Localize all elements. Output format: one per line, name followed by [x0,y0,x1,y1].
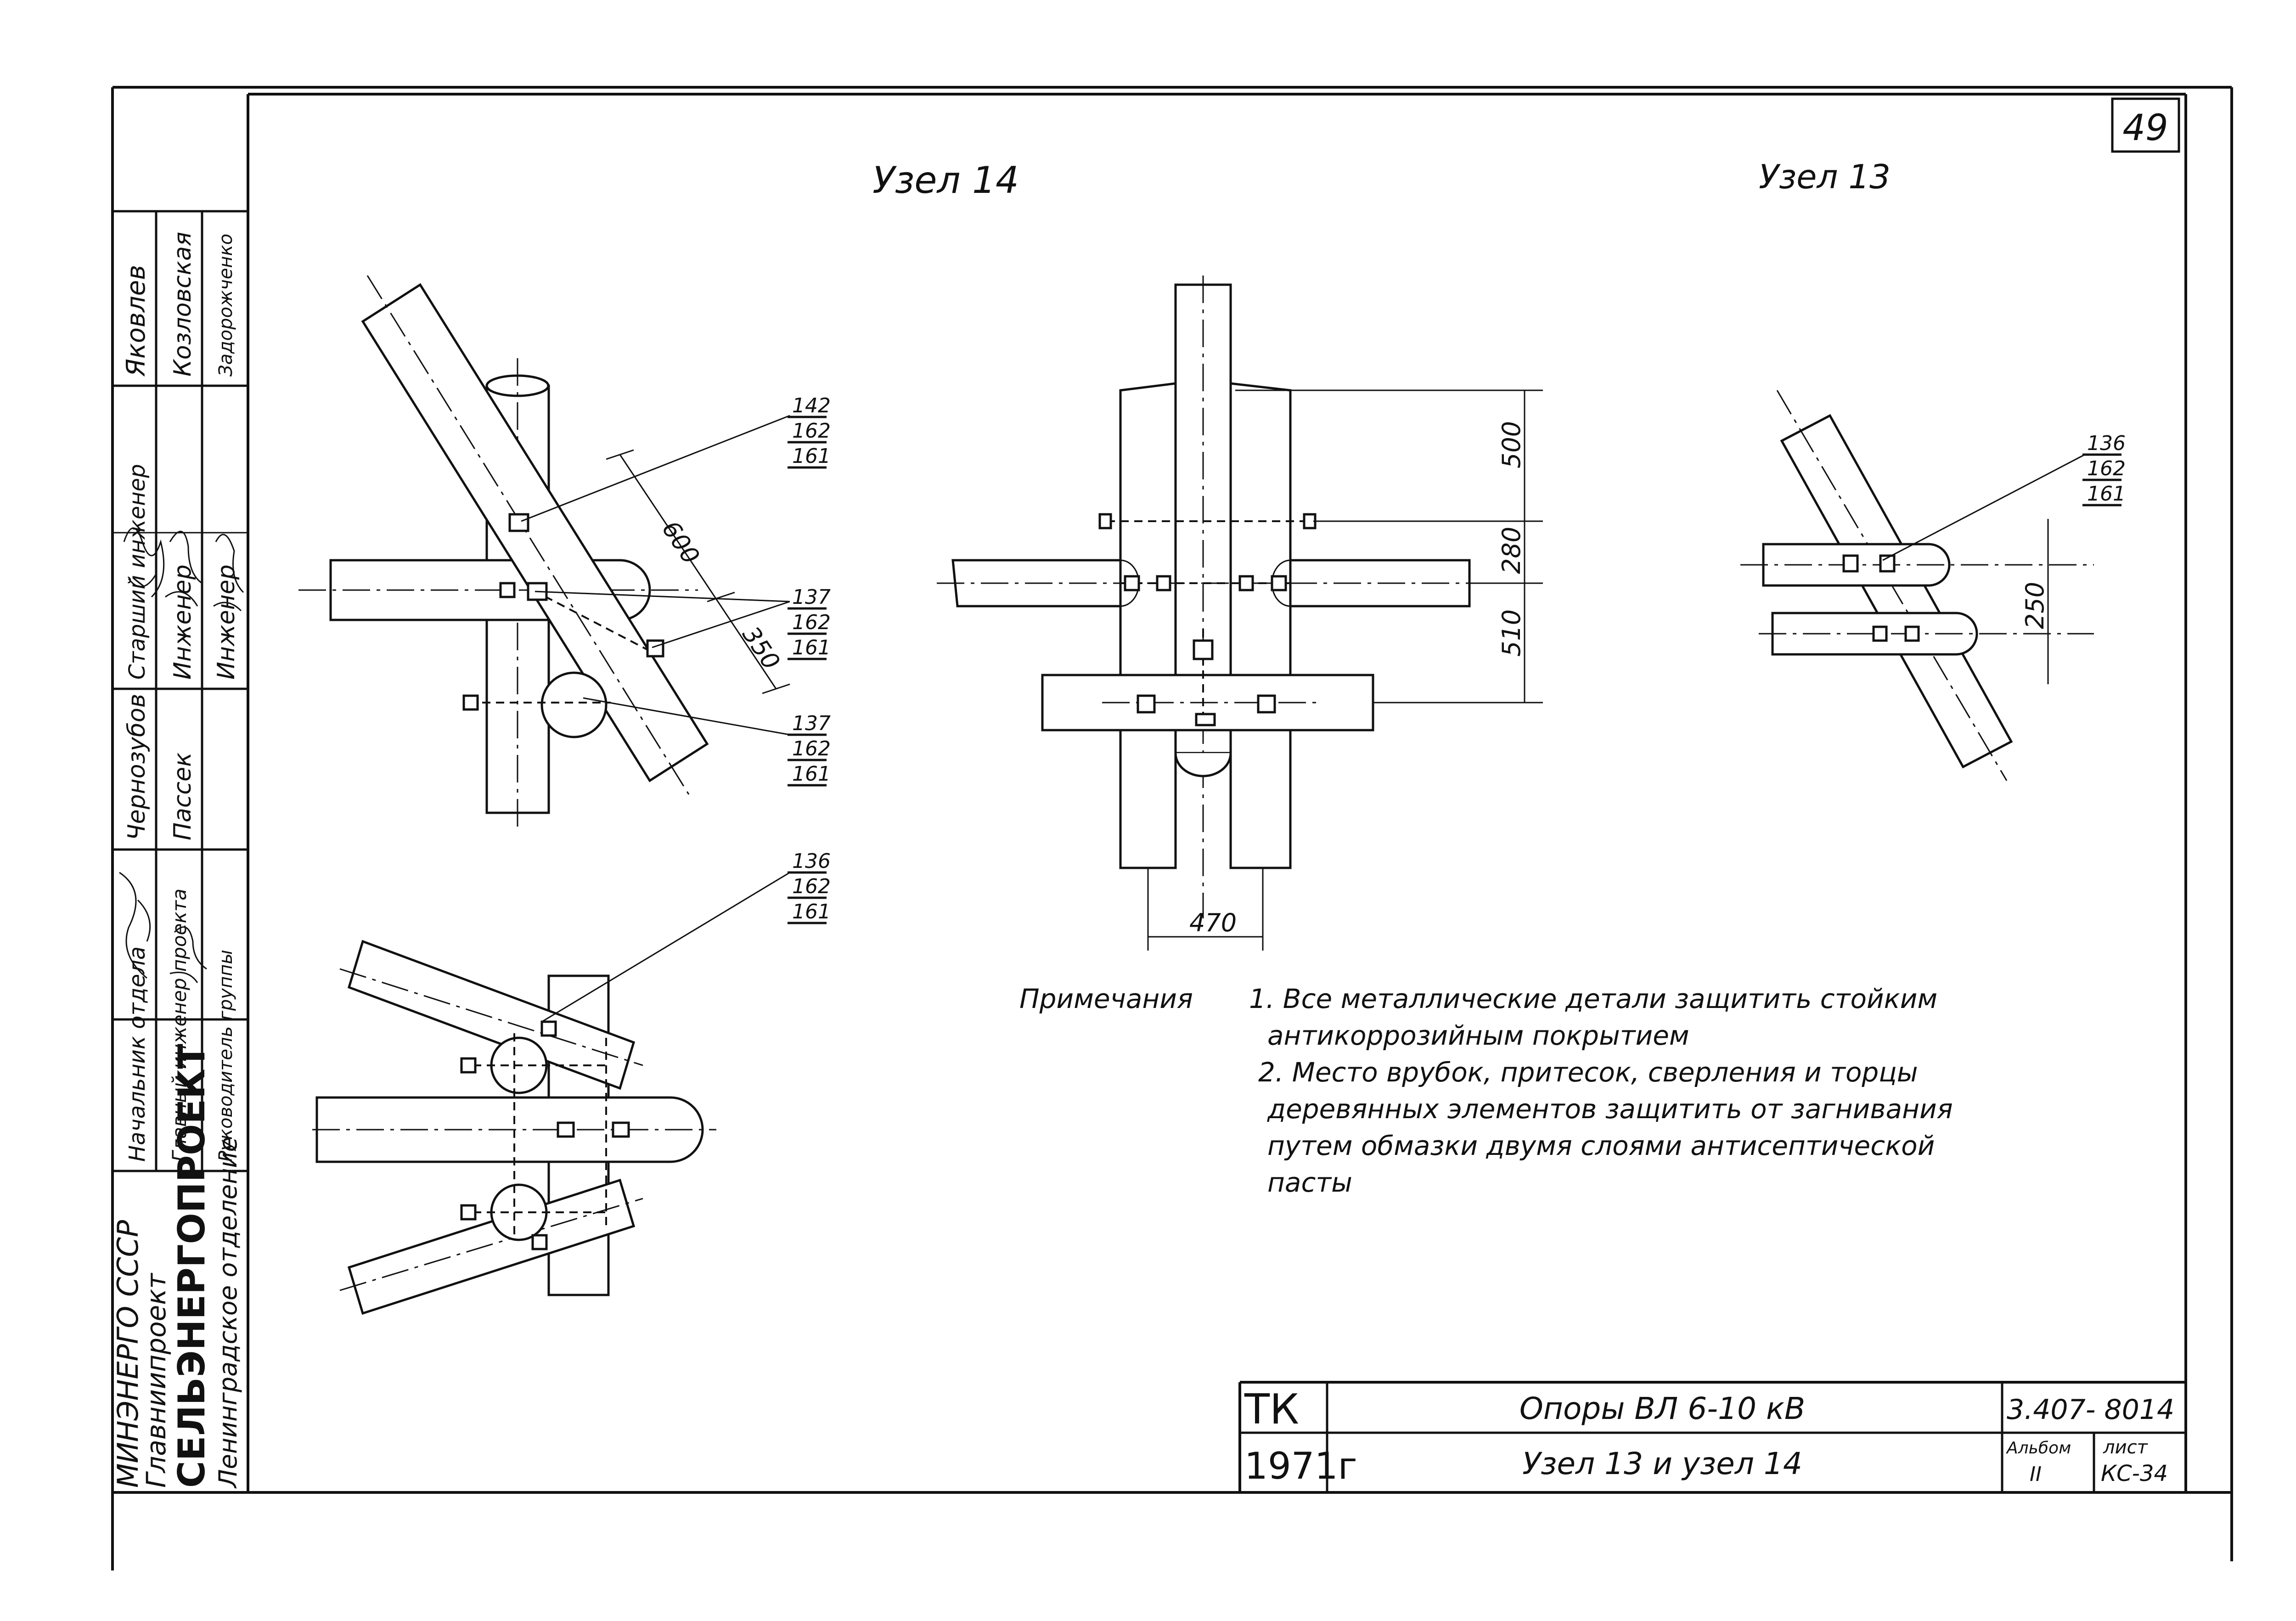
callout-b-2: 162 [792,611,831,634]
callout-c-1: 137 [792,712,831,735]
role-engineer-1: Инженер [169,564,197,680]
sheet-number: 49 [2122,107,2168,149]
note-line-5: путем обмазки двумя слоями антисептическ… [1267,1130,1935,1161]
role-head-of-dept: Начальник отдела [124,946,150,1162]
callout-a-1: 142 [792,394,831,417]
callout-a-3: 161 [792,445,831,468]
dim-510: 510 [1497,609,1526,657]
title-node14: Узел 14 [872,159,1019,202]
tb-title-2: Узел 13 и узел 14 [1522,1446,1802,1481]
role-chief-engineer: Главный инженер проекта [168,889,191,1162]
callout-node13-2: 162 [2087,457,2126,480]
right-pole [1229,382,1292,869]
tb-album-label: Альбом [2006,1439,2071,1458]
signature-5 [169,926,207,983]
title-block: ТК 1971г Опоры ВЛ 6-10 кВ Узел 13 и узел… [1238,1381,2186,1492]
dim-280: 280 [1497,527,1526,574]
tb-code: ТК [1244,1385,1299,1434]
org-line-1: МИНЭНЕРГО СССР [111,1220,145,1488]
name-kozlovskaya: Козловская [169,232,197,377]
callout-b-1: 137 [792,585,831,609]
org-line-2: Главниипроект [141,1272,172,1488]
dim-250: 250 [2020,582,2049,629]
signature-2 [165,531,203,607]
note-line-2: антикоррозийным покрытием [1267,1020,1689,1051]
tb-sheet-label: лист [2103,1437,2149,1458]
callout-bottom-1: 136 [792,850,831,873]
node13-view: 136 162 161 250 [1740,390,2126,781]
callout-a-2: 162 [792,419,831,443]
callout-c-2: 162 [792,737,831,760]
center-node-view: 500 280 510 470 [937,276,1543,951]
signature-3 [213,534,244,612]
signature-4 [119,872,151,979]
name-passek: Пассек [169,752,197,840]
note-line-4: деревянных элементов защитить от загнива… [1267,1093,1953,1125]
note-line-1: 1. Все металлические детали защитить сто… [1249,983,1937,1014]
notes-block: Примечания 1. Все металлические детали з… [1019,983,1953,1198]
dim-500: 500 [1497,421,1526,468]
callout-b-3: 161 [792,636,831,659]
callout-bottom-3: 161 [792,900,831,923]
callout-c-3: 161 [792,762,831,786]
callout-node13-1: 136 [2087,432,2126,455]
tb-album-value: II [2030,1463,2042,1486]
org-line-4: Ленинградское отделение [214,1137,242,1489]
callout-bottom-2: 162 [792,875,831,898]
org-line-3: СЕЛЬЭНЕРГОПРОЕКТ [170,1044,213,1488]
title-node13: Узел 13 [1759,158,1891,196]
role-group-leader: Руководитель группы [215,950,236,1162]
diagonal-brace [361,283,709,782]
note-line-6: пасты [1267,1167,1352,1198]
tb-title-1: Опоры ВЛ 6-10 кВ [1519,1391,1805,1426]
callout-node13-3: 161 [2087,482,2126,506]
side-stamp: МИНЭНЕРГО СССР Главниипроект СЕЛЬЭНЕРГОП… [111,210,248,1489]
dim-350: 350 [737,622,785,675]
node14-top-view: 600 350 142 162 161 137 162 161 137 162 … [298,275,831,827]
name-yakovlev: Яковлев [121,265,151,377]
role-senior-engineer: Старший инженер [124,464,150,680]
name-zadorozhchenko: Задорожченко [215,234,236,377]
signature-1 [123,527,165,598]
tb-doc-number: 3.407- 8014 [2007,1394,2174,1426]
tb-year: 1971г [1244,1445,1357,1487]
dim-470: 470 [1189,908,1237,937]
dim-600: 600 [656,516,704,569]
sheet-number-box: 49 [2111,97,2180,153]
note-line-3: 2. Место врубок, притесок, сверления и т… [1258,1057,1918,1088]
notes-label: Примечания [1019,983,1193,1014]
sheet-frame [111,86,2233,1570]
name-chernozubov: Чернозубов [123,694,151,840]
tb-sheet-value: КС-34 [2101,1461,2168,1486]
node14-bottom-view: 136 162 161 [312,850,831,1315]
left-pole [1119,382,1177,869]
role-engineer-2: Инженер [213,564,240,680]
